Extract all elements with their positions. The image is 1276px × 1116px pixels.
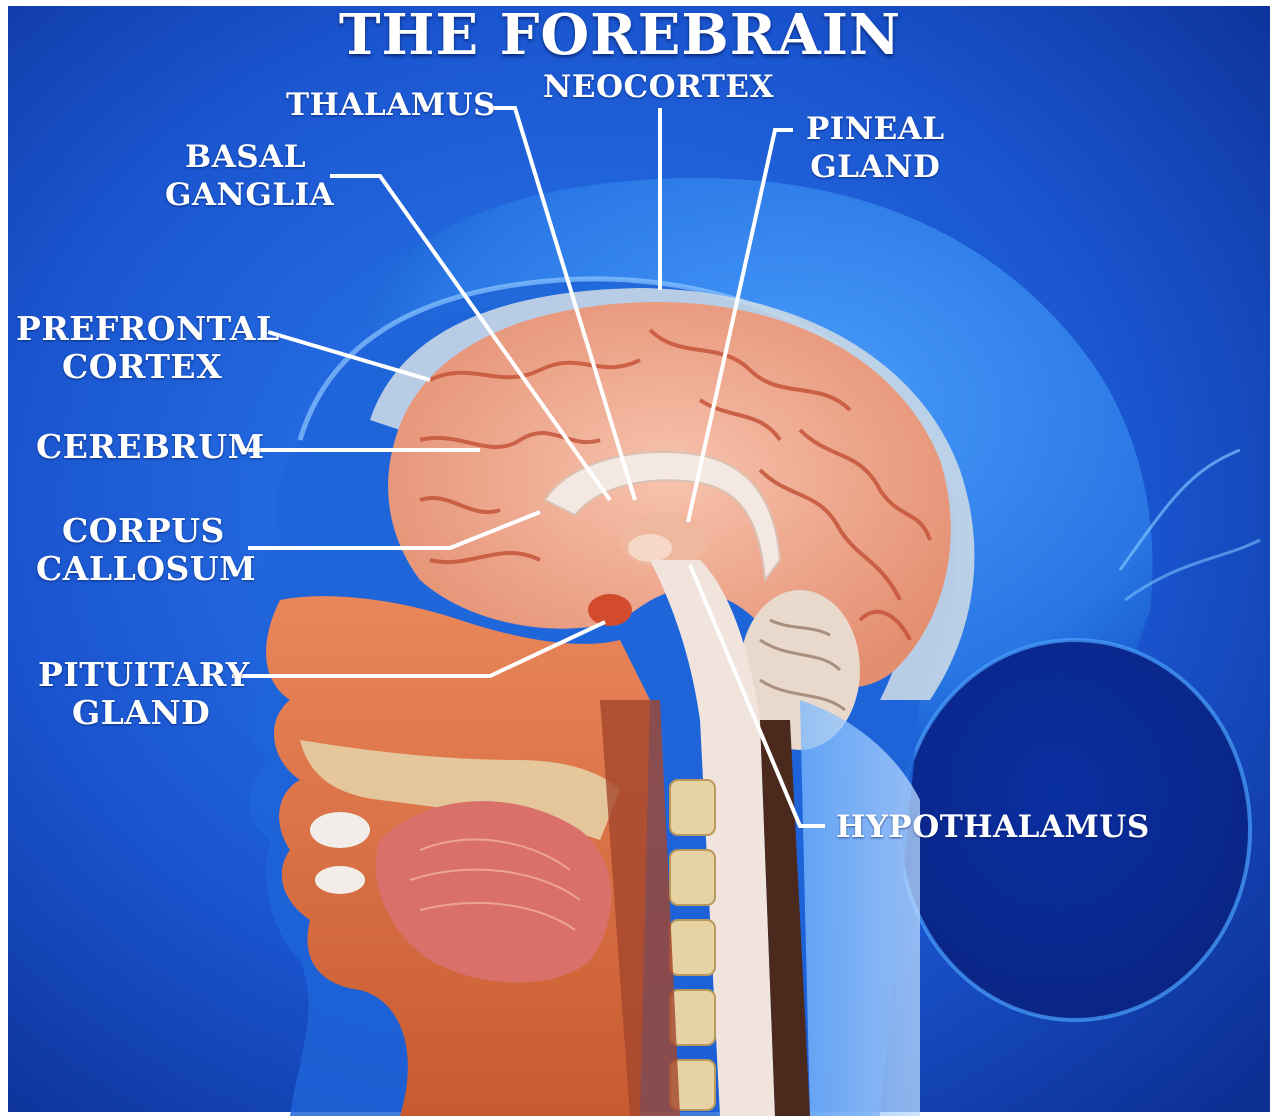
label-basal-ganglia: BASAL GANGLIA — [165, 138, 334, 214]
label-corpus-callosum-line1: CORPUS — [36, 512, 256, 550]
label-prefrontal-cortex-line2: CORTEX — [16, 348, 280, 386]
label-thalamus-line1: THALAMUS — [286, 86, 496, 124]
label-corpus-callosum: CORPUS CALLOSUM — [36, 512, 256, 588]
label-pituitary-gland-line2: GLAND — [38, 694, 250, 732]
label-cerebrum-line1: CEREBRUM — [36, 428, 265, 466]
label-neocortex-line1: NEOCORTEX — [543, 68, 774, 106]
label-cerebrum: CEREBRUM — [36, 428, 265, 466]
label-corpus-callosum-line2: CALLOSUM — [36, 550, 256, 588]
label-pineal-gland-line2: GLAND — [806, 148, 945, 186]
label-prefrontal-cortex-line1: PREFRONTAL — [16, 310, 280, 348]
label-prefrontal-cortex: PREFRONTAL CORTEX — [16, 310, 280, 386]
diagram-title: THE FOREBRAIN — [300, 4, 940, 66]
label-pituitary-gland-line1: PITUITARY — [38, 656, 250, 694]
label-basal-ganglia-line1: BASAL — [165, 138, 334, 176]
label-basal-ganglia-line2: GANGLIA — [165, 176, 334, 214]
label-pineal-gland-line1: PINEAL — [806, 110, 945, 148]
pituitary-shape — [588, 594, 632, 626]
label-hypothalamus: HYPOTHALAMUS — [836, 808, 1150, 846]
label-pineal-gland: PINEAL GLAND — [806, 110, 945, 186]
label-thalamus: THALAMUS — [286, 86, 496, 124]
label-hypothalamus-line1: HYPOTHALAMUS — [836, 808, 1150, 846]
label-pituitary-gland: PITUITARY GLAND — [38, 656, 250, 732]
label-neocortex: NEOCORTEX — [543, 68, 774, 106]
